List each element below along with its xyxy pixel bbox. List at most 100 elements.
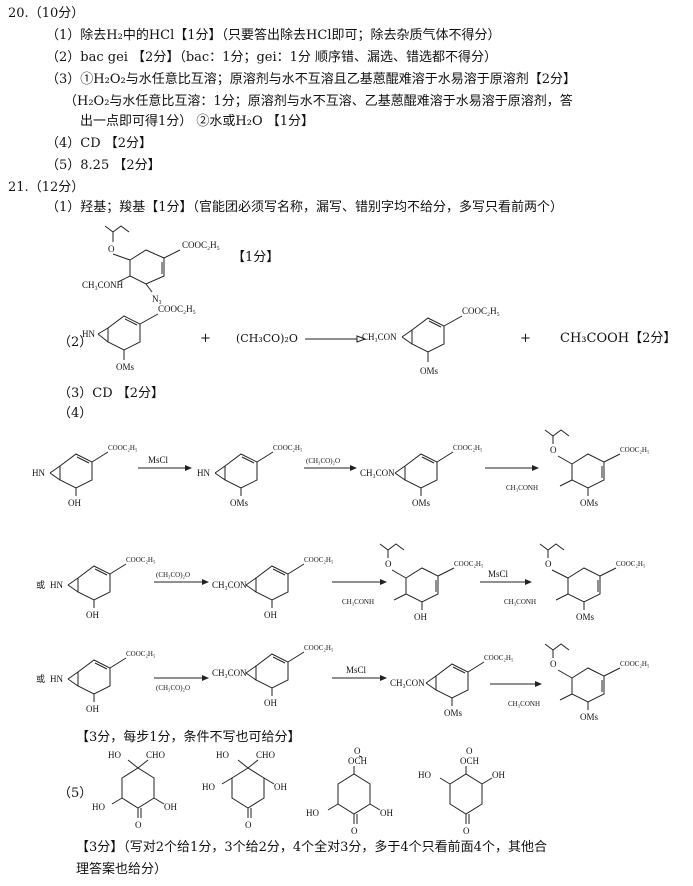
- q21-part5-label: （5）: [58, 786, 93, 801]
- svg-text:COOC₂H₅: COOC₂H₅: [304, 556, 334, 564]
- svg-text:CH₃CON: CH₃CON: [212, 580, 247, 590]
- q21-part4-label: （4）: [58, 406, 93, 421]
- svg-text:COOC₂H₅: COOC₂H₅: [453, 444, 483, 452]
- structure-acetylaziridine-oms: CH₃CON COOC₂H₅ OMs: [362, 306, 500, 376]
- q20-number: 20.（10分）: [8, 6, 85, 21]
- svg-text:或: 或: [36, 579, 45, 590]
- svg-text:OMs: OMs: [580, 712, 599, 722]
- svg-text:O: O: [351, 826, 358, 836]
- svg-text:或: 或: [36, 673, 45, 684]
- reagent-acetic-anhydride: (CH₃CO)₂O: [236, 332, 298, 345]
- svg-text:COOC₂H₅: COOC₂H₅: [484, 654, 514, 662]
- svg-text:O: O: [550, 445, 557, 455]
- svg-text:CH₃CON: CH₃CON: [212, 668, 247, 678]
- svg-text:OH: OH: [264, 698, 277, 708]
- reaction-arrow: [305, 335, 367, 343]
- q21-part5-score-2: 理答案也给分）: [76, 862, 168, 877]
- byproduct-acetic-acid: CH₃COOH【2分】: [560, 331, 677, 346]
- ac-n-label: CH₃CON: [362, 332, 397, 342]
- svg-text:HO: HO: [418, 770, 431, 780]
- svg-text:MsCl: MsCl: [488, 569, 509, 579]
- acetamide-label: CH₃CONH: [82, 280, 124, 290]
- svg-text:CH₃CON: CH₃CON: [360, 468, 395, 478]
- plus-sign: +: [200, 331, 211, 346]
- q21-number: 21.（12分）: [8, 180, 85, 195]
- svg-text:OH: OH: [68, 498, 81, 508]
- svg-text:OH: OH: [264, 610, 277, 620]
- q21-part3: （3）CD 【2分】: [58, 386, 165, 401]
- svg-text:HN: HN: [32, 468, 45, 478]
- svg-text:COOC₂H₅: COOC₂H₅: [126, 650, 156, 658]
- svg-text:O: O: [245, 820, 252, 830]
- svg-text:COOC₂H₅: COOC₂H₅: [616, 560, 646, 568]
- svg-text:O: O: [385, 559, 392, 569]
- svg-text:HO: HO: [202, 782, 215, 792]
- q21-part1: （1）羟基；羧基【1分】（官能团必须写名称，漏写、错别字均不给分，多写只看前两个…: [46, 200, 564, 215]
- svg-text:OH: OH: [380, 808, 393, 818]
- svg-text:OH: OH: [274, 782, 287, 792]
- svg-text:O: O: [463, 826, 470, 836]
- svg-text:CH₃CONH: CH₃CONH: [506, 484, 538, 492]
- q20-part5: （5）8.25 【2分】: [46, 158, 161, 173]
- svg-text:OMs: OMs: [580, 498, 599, 508]
- q21-part2-label: （2）: [58, 335, 93, 350]
- svg-text:OH: OH: [86, 704, 99, 714]
- isomer-structures: HO CHO OH HO O HO CHO OH HO O OCH O OH H…: [92, 746, 505, 836]
- svg-text:O: O: [545, 559, 552, 569]
- svg-text:HO: HO: [216, 750, 229, 760]
- svg-text:OMs: OMs: [576, 612, 595, 622]
- route-3: 或 HN COOC₂H₅ OH (CH₃CO)₂O CH₃CON COOC₂H₅…: [36, 643, 650, 722]
- svg-text:O: O: [550, 659, 557, 669]
- svg-text:CH₃CON: CH₃CON: [390, 678, 425, 688]
- azide-label: N₃: [152, 294, 162, 304]
- svg-text:COOC₂H₅: COOC₂H₅: [620, 660, 650, 668]
- svg-text:COOC₂H₅: COOC₂H₅: [126, 556, 156, 564]
- structure-azide: O COOC₂H₅ CH₃CONH N₃: [82, 225, 220, 304]
- svg-text:CH₃CONH: CH₃CONH: [504, 598, 536, 606]
- q20-part1: （1）除去H₂中的HCl【1分】（只要答出除去HCl即可；除去杂质气体不得分）: [46, 28, 501, 43]
- svg-text:OMs: OMs: [230, 498, 249, 508]
- svg-text:HO: HO: [306, 808, 319, 818]
- svg-text:O: O: [135, 820, 142, 830]
- svg-text:HN: HN: [197, 468, 210, 478]
- plus-sign-2: +: [520, 331, 531, 346]
- svg-text:OH: OH: [86, 610, 99, 620]
- svg-text:COOC₂H₅: COOC₂H₅: [304, 644, 334, 652]
- svg-text:HN: HN: [50, 580, 63, 590]
- ester-label: COOC₂H₅: [158, 304, 196, 314]
- q21-part5-score: 【3分】（写对2个给1分，3个给2分，4个全对3分，多于4个只看前面4个，其他合: [76, 840, 547, 855]
- svg-text:COOC₂H₅: COOC₂H₅: [108, 444, 138, 452]
- svg-text:COOC₂H₅: COOC₂H₅: [454, 560, 484, 568]
- svg-text:OH: OH: [414, 612, 427, 622]
- ester-label: COOC₂H₅: [182, 240, 220, 250]
- ether-o-label: O: [108, 244, 115, 254]
- q20-part3-note2: 出一点即可得1分） ②水或H₂O 【1分】: [80, 114, 315, 129]
- q20-part4: （4）CD 【2分】: [46, 136, 153, 151]
- svg-text:OH: OH: [492, 770, 505, 780]
- q21-part1-structure-score: 【1分】: [232, 250, 280, 265]
- svg-text:(CH₃CO)₂O: (CH₃CO)₂O: [156, 571, 190, 579]
- svg-text:CH₃CONH: CH₃CONH: [508, 700, 540, 708]
- hn-label: HN: [82, 329, 95, 339]
- svg-text:HO: HO: [108, 750, 121, 760]
- svg-text:CHO: CHO: [256, 750, 276, 760]
- svg-text:(CH₃CO)₂O: (CH₃CO)₂O: [156, 684, 190, 692]
- svg-text:OH: OH: [164, 802, 177, 812]
- svg-text:OMs: OMs: [444, 708, 463, 718]
- svg-text:O: O: [354, 746, 361, 756]
- q20-part2: （2）bac gei 【2分】（bac：1分；gei：1分 顺序错、漏选、错选都…: [46, 50, 498, 65]
- svg-text:CHO: CHO: [146, 750, 166, 760]
- svg-text:HN: HN: [50, 674, 63, 684]
- q20-part3-note: （H₂O₂与水任意比互溶：1分；原溶剂与水不互溶、乙基蒽醌难溶于水易溶于原溶剂，…: [64, 94, 573, 109]
- svg-text:MsCl: MsCl: [148, 455, 169, 465]
- oms-label: OMs: [116, 362, 135, 372]
- svg-text:OCH: OCH: [348, 756, 368, 766]
- structure-aziridine-oms: HN COOC₂H₅ OMs: [82, 304, 196, 372]
- svg-text:COOC₂H₅: COOC₂H₅: [273, 444, 303, 452]
- svg-text:MsCl: MsCl: [346, 665, 367, 675]
- svg-text:OMs: OMs: [412, 498, 431, 508]
- q20-part3: （3）①H₂O₂与水任意比互溶；原溶剂与水不互溶且乙基蒽醌难溶于水易溶于原溶剂【…: [46, 72, 576, 87]
- svg-text:(CH₃CO)₂O: (CH₃CO)₂O: [306, 457, 340, 465]
- route-1: HN COOC₂H₅ OH MsCl HN COOC₂H₅ OMs (CH₃CO…: [32, 429, 650, 508]
- svg-text:O: O: [466, 746, 473, 756]
